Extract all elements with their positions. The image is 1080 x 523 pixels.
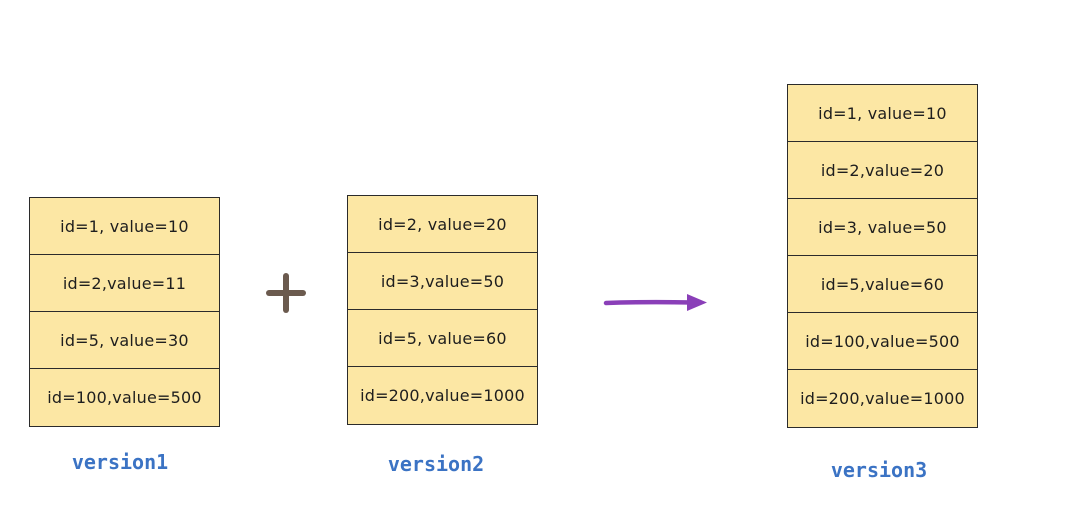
version2-row: id=2, value=20 (348, 196, 537, 253)
version1-table: id=1, value=10 id=2,value=11 id=5, value… (29, 197, 220, 427)
version3-label: version3 (830, 458, 928, 482)
version2-row: id=3,value=50 (348, 253, 537, 310)
version1-row: id=5, value=30 (30, 312, 219, 369)
version3-row: id=200,value=1000 (800, 389, 965, 408)
version1-label: version1 (71, 450, 169, 474)
version3-row: id=100,value=500 (788, 313, 977, 370)
version3-row: id=2,value=20 (788, 142, 977, 199)
version1-row: id=1, value=10 (30, 198, 219, 255)
version2-table: id=2, value=20 id=3,value=50 id=5, value… (347, 195, 538, 425)
version1-row: id=100,value=500 (47, 388, 202, 407)
version2-row: id=5, value=60 (348, 310, 537, 367)
version2-row: id=200,value=1000 (360, 386, 525, 405)
version2-label: version2 (387, 452, 485, 476)
arrow-right-icon (603, 294, 707, 311)
version1-row: id=2,value=11 (30, 255, 219, 312)
version3-row: id=5,value=60 (788, 256, 977, 313)
version3-row: id=1, value=10 (788, 85, 977, 142)
plus-icon (266, 273, 306, 313)
version3-table: id=1, value=10 id=2,value=20 id=3, value… (787, 84, 978, 428)
version3-row: id=3, value=50 (788, 199, 977, 256)
